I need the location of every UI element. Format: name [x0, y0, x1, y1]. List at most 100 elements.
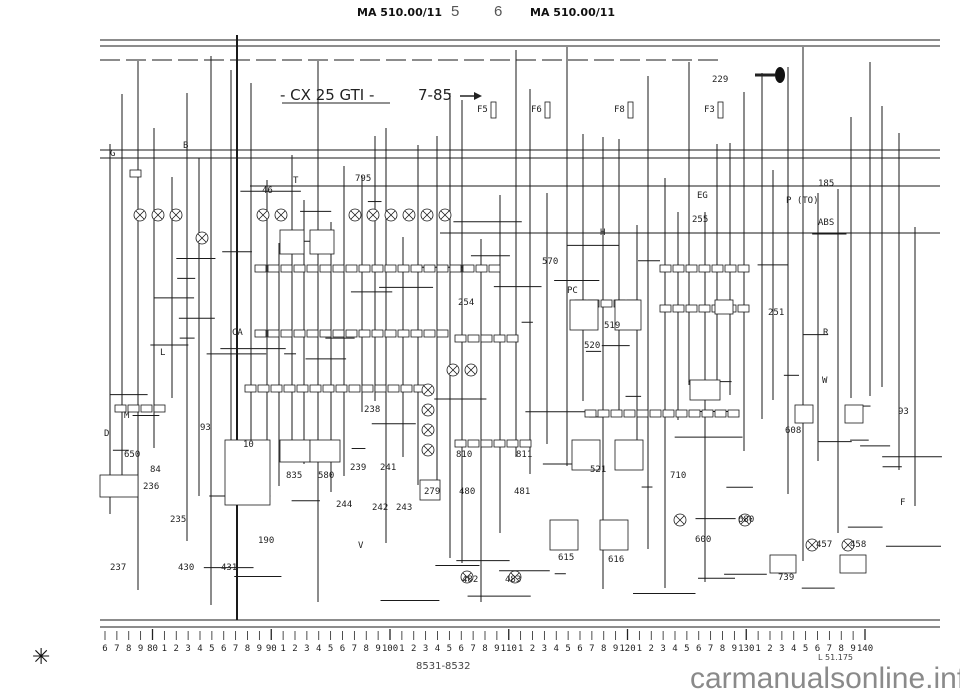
wire-label: V — [358, 541, 364, 551]
connector-block — [332, 329, 345, 338]
scale-tick-label: 2 — [649, 644, 654, 654]
relay-module — [599, 519, 629, 551]
connector-block — [361, 384, 374, 393]
connector-block — [436, 264, 449, 273]
connector-block — [306, 264, 319, 273]
scale-tick-label: 9 — [138, 644, 143, 654]
component-label-238: 238 — [364, 405, 380, 415]
connector-block — [711, 264, 724, 273]
component-label-243: 243 — [396, 503, 412, 513]
connector-block — [672, 264, 685, 273]
connector-block — [371, 264, 384, 273]
connector-block — [244, 384, 257, 393]
scale-tick-label: 2 — [530, 644, 535, 654]
scale-tick-label: 8 — [482, 644, 487, 654]
wire-label: D — [104, 429, 109, 439]
component-label-237: 237 — [110, 563, 126, 573]
connector-block — [400, 384, 413, 393]
relay-module — [571, 439, 601, 471]
component-label-251: 251 — [768, 308, 784, 318]
connector-block — [257, 384, 270, 393]
asterisk-marker: ✳ — [32, 645, 51, 670]
wire-label: M — [124, 411, 130, 421]
connector-block — [296, 384, 309, 393]
component-label-608: 608 — [785, 426, 801, 436]
manual-reference-left: MA 510.00/11 — [357, 6, 443, 19]
connector-block — [114, 404, 127, 413]
component-label-795: 795 — [355, 174, 371, 184]
scale-tick-label: 1 — [280, 644, 285, 654]
scale-tick-label: 4 — [316, 644, 321, 654]
arrow-right-icon — [460, 92, 482, 100]
connector-block — [345, 264, 358, 273]
component-label-483: 483 — [505, 575, 521, 585]
scale-tick-label: 8 — [601, 644, 606, 654]
relay-module — [689, 379, 721, 401]
connector-block — [332, 264, 345, 273]
component-label-229: 229 — [712, 75, 728, 85]
scale-tick-label: 9 — [613, 644, 618, 654]
wire-label: B — [183, 141, 188, 151]
fuse-label: F8 — [614, 105, 625, 115]
connector-block — [737, 264, 750, 273]
connector-block — [410, 264, 423, 273]
connector-block — [283, 384, 296, 393]
connector-block — [254, 264, 267, 273]
component-label-615: 615 — [558, 553, 574, 563]
connector-block — [462, 264, 475, 273]
connector-block — [584, 409, 597, 418]
component-label-519: 519 — [604, 321, 620, 331]
scale-tick-label: 80 — [147, 644, 158, 654]
component-label-835: 835 — [286, 471, 302, 481]
connector-block — [659, 264, 672, 273]
connector-block — [423, 264, 436, 273]
connector-block — [506, 334, 519, 343]
connector-block — [519, 439, 532, 448]
scale-tick-label: 1 — [399, 644, 404, 654]
fuse-label: F3 — [704, 105, 715, 115]
scale-tick-label: 8 — [245, 644, 250, 654]
connector-block — [280, 329, 293, 338]
sheet-reference: L 51.175 — [818, 653, 853, 662]
connector-block — [701, 409, 714, 418]
relay-module — [794, 404, 814, 424]
component-label-521: 521 — [590, 465, 606, 475]
connector-block — [384, 264, 397, 273]
component-label-739: 739 — [778, 573, 794, 583]
relay-module — [99, 474, 139, 498]
component-label-93: 93 — [200, 423, 211, 433]
connector-block — [467, 439, 480, 448]
scale-tick-label: 4 — [435, 644, 440, 654]
scale-tick-label: 140 — [857, 644, 873, 654]
connector-block — [688, 409, 701, 418]
scale-tick-label: 2 — [292, 644, 297, 654]
scale-tick-label: 130 — [738, 644, 754, 654]
drawing-number: 8531-8532 — [416, 661, 471, 672]
wire-label: L — [160, 348, 165, 358]
connector-block — [597, 409, 610, 418]
relay-module — [839, 554, 867, 574]
wire-label: R — [823, 328, 829, 338]
relay-module — [569, 299, 599, 331]
scale-tick-label: 120 — [619, 644, 635, 654]
connector-block — [488, 264, 501, 273]
scale-tick-label: 9 — [494, 644, 499, 654]
component-label-10: 10 — [243, 440, 254, 450]
scale-tick-label: 6 — [459, 644, 464, 654]
fuse-label: F5 — [477, 105, 488, 115]
component-label-430: 430 — [178, 563, 194, 573]
scale-tick-label: 6 — [102, 644, 107, 654]
connector-block — [475, 264, 488, 273]
relay-module — [224, 439, 271, 506]
scale-tick-label: 4 — [672, 644, 677, 654]
scale-tick-label: 3 — [779, 644, 784, 654]
model-title: - CX 25 GTI - — [280, 86, 374, 104]
component-label-570: 570 — [542, 257, 558, 267]
connector-block — [345, 329, 358, 338]
connector-block — [348, 384, 361, 393]
scale-tick-label: 5 — [209, 644, 214, 654]
component-label-190: 190 — [258, 536, 274, 546]
wire-label: CA — [232, 328, 243, 338]
component-label-254: 254 — [458, 298, 474, 308]
component-label-810: 810 — [456, 450, 472, 460]
